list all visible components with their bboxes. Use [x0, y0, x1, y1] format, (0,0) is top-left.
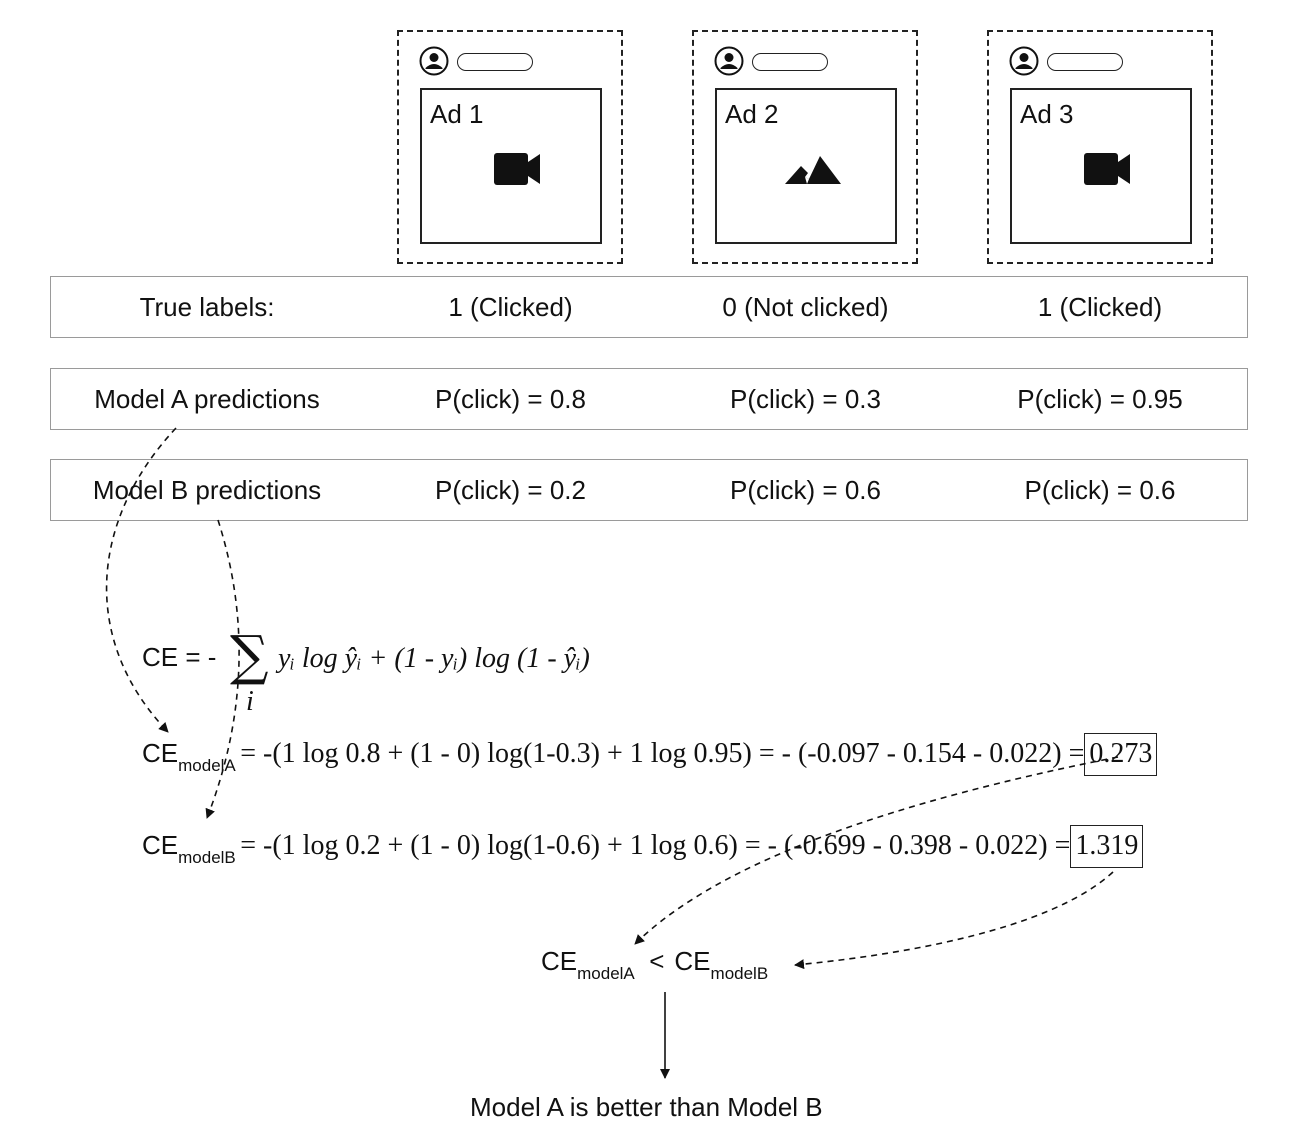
row-header: Model A predictions: [50, 368, 364, 430]
user-avatar-icon: [1009, 46, 1039, 76]
model-b-predictions-row: Model B predictions P(click) = 0.2 P(cli…: [50, 459, 1248, 521]
ce-label: CE = -: [142, 642, 217, 672]
row-header: Model B predictions: [50, 459, 364, 521]
ad-label: Ad 3: [1020, 99, 1074, 129]
ce-subscript: modelB: [178, 848, 236, 867]
table-cell: P(click) = 0.6: [953, 459, 1248, 521]
arrow-result-b-to-comparison: [794, 871, 1114, 970]
ad-frame: Ad 3: [1010, 88, 1192, 244]
ad-label: Ad 2: [725, 99, 779, 129]
image-icon: [785, 156, 841, 184]
ad-frame: Ad 2: [715, 88, 897, 244]
table-cell: 1 (Clicked): [953, 276, 1248, 338]
table-cell: P(click) = 0.2: [363, 459, 659, 521]
ce-symbol: CE: [674, 946, 711, 976]
table-cell: P(click) = 0.6: [658, 459, 954, 521]
table-cell: P(click) = 0.8: [363, 368, 659, 430]
ce-comparison: CEmodelA <CEmodelB: [541, 946, 768, 983]
ad-label: Ad 1: [430, 99, 484, 129]
row-header: True labels:: [50, 276, 364, 338]
table-cell: P(click) = 0.3: [658, 368, 954, 430]
table-cell: 1 (Clicked): [363, 276, 659, 338]
ce-symbol: CE: [142, 738, 179, 768]
user-avatar-icon: [419, 46, 449, 76]
name-placeholder-pill: [1047, 53, 1123, 71]
ce-subscript: modelB: [710, 964, 769, 983]
video-camera-icon: [494, 153, 540, 185]
table-cell: P(click) = 0.95: [953, 368, 1248, 430]
model-b-result: 1.319: [1070, 825, 1144, 868]
ad-card-2: Ad 2: [692, 30, 918, 264]
ad-header: [1009, 46, 1209, 80]
ad-card-1: Ad 1: [397, 30, 623, 264]
ce-subscript: modelA: [178, 756, 236, 775]
video-camera-icon: [1084, 153, 1130, 185]
less-than-operator: <: [649, 946, 665, 976]
true-labels-row: True labels: 1 (Clicked) 0 (Not clicked)…: [50, 276, 1248, 338]
ce-body: yᵢ log ŷᵢ + (1 - yᵢ) log (1 - ŷᵢ): [278, 643, 590, 674]
table-cell: 0 (Not clicked): [658, 276, 954, 338]
ad-header: [714, 46, 914, 80]
model-a-expression: = -(1 log 0.8 + (1 - 0) log(1-0.3) + 1 l…: [240, 738, 1085, 769]
ce-symbol: CE: [142, 830, 179, 860]
sum-index: i: [246, 686, 254, 717]
ad-header: [419, 46, 619, 80]
model-b-computation: CEmodelB = -(1 log 0.2 + (1 - 0) log(1-0…: [142, 825, 1144, 868]
model-a-result: 0.273: [1084, 733, 1158, 776]
model-b-expression: = -(1 log 0.2 + (1 - 0) log(1-0.6) + 1 l…: [240, 830, 1071, 861]
name-placeholder-pill: [457, 53, 533, 71]
summation-symbol: ∑: [230, 624, 269, 687]
user-avatar-icon: [714, 46, 744, 76]
ad-card-3: Ad 3: [987, 30, 1213, 264]
ad-frame: Ad 1: [420, 88, 602, 244]
ce-symbol: CE: [541, 946, 578, 976]
ce-subscript: modelA: [577, 964, 635, 983]
conclusion-text: Model A is better than Model B: [470, 1092, 823, 1122]
model-a-predictions-row: Model A predictions P(click) = 0.8 P(cli…: [50, 368, 1248, 430]
model-a-computation: CEmodelA = -(1 log 0.8 + (1 - 0) log(1-0…: [142, 733, 1158, 776]
name-placeholder-pill: [752, 53, 828, 71]
